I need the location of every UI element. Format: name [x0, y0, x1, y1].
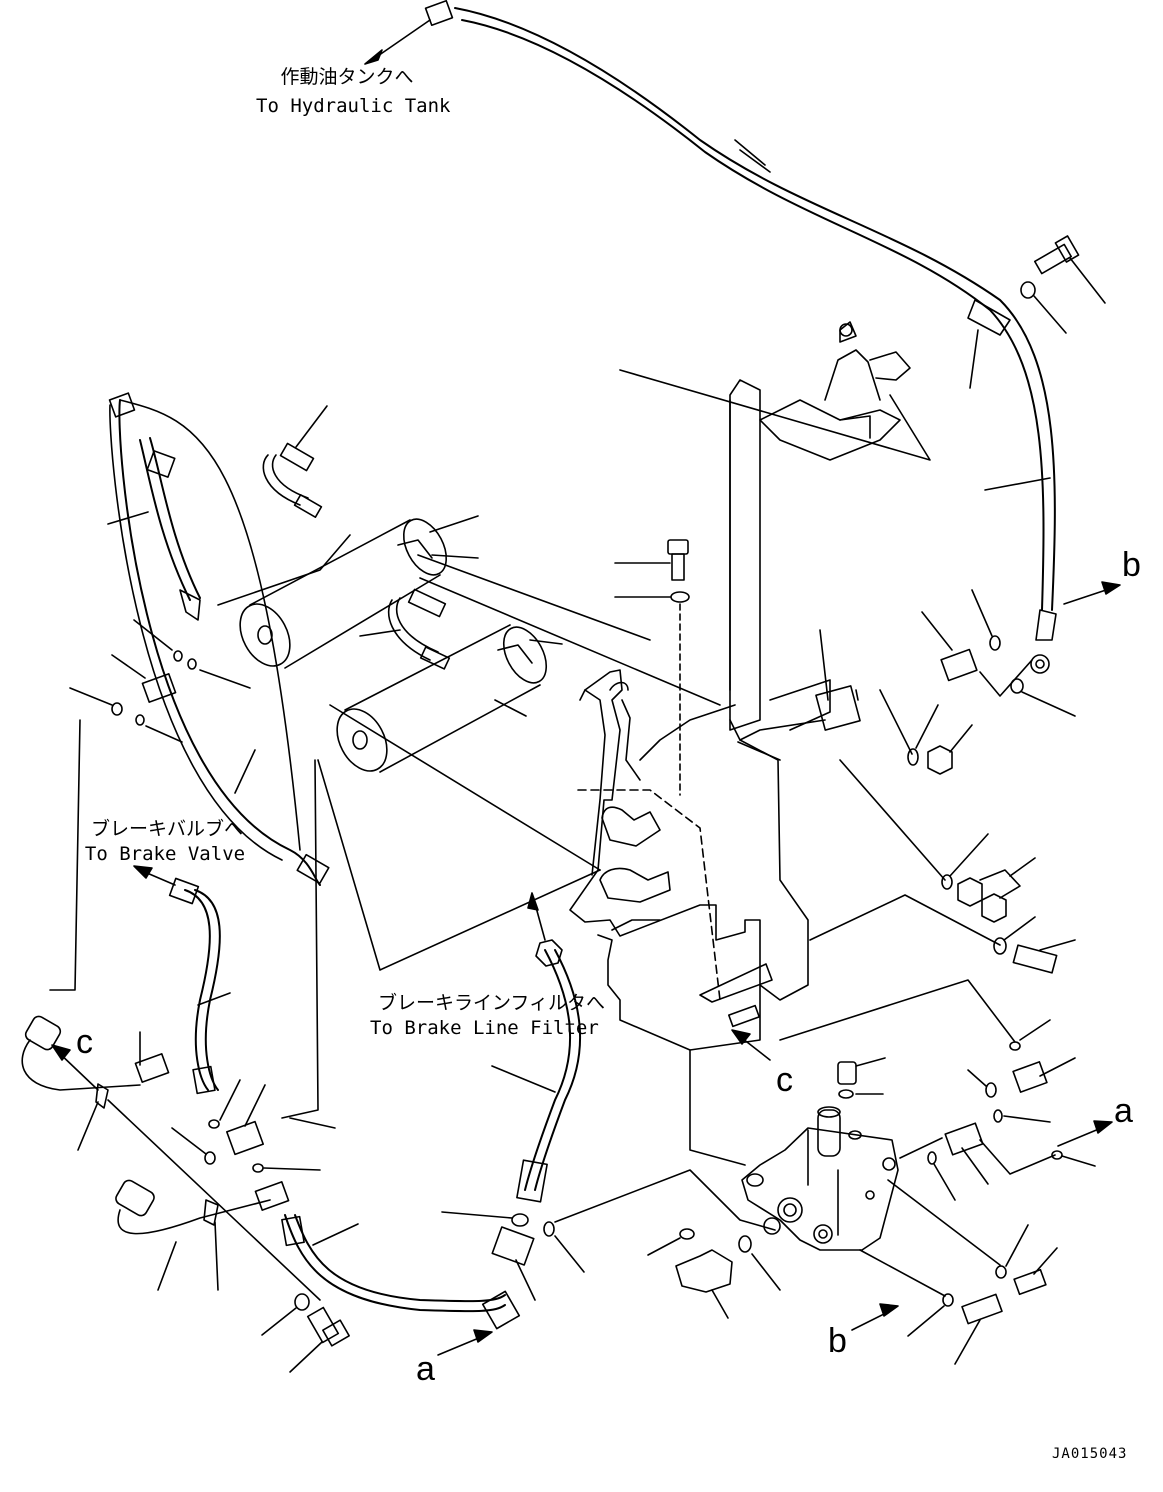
arrow-to-hydraulic-tank — [364, 19, 431, 65]
connection-letter-c-center: c — [776, 1061, 793, 1099]
fittings-valve-right — [837, 1057, 1096, 1365]
bolt-lower-left — [261, 1293, 350, 1373]
arrow-to-brake-line-filter — [527, 892, 546, 941]
arrow-b-lower — [851, 1303, 899, 1331]
arrow-c-center — [731, 1029, 771, 1061]
brake-valve-block — [689, 1049, 899, 1251]
label-brake-valve-jp: ブレーキバルブへ — [90, 818, 243, 840]
arrow-c-left — [51, 1044, 99, 1091]
label-brake-line-filter-jp: ブレーキラインフィルタへ — [378, 992, 606, 1014]
nuts-washers-right — [779, 689, 1076, 1051]
label-hydraulic-tank-en: To Hydraulic Tank — [256, 95, 451, 117]
connection-letter-a-right: a — [1114, 1092, 1133, 1130]
hose-middle — [108, 392, 330, 886]
sensor-switch-upper — [21, 1015, 170, 1151]
filter-upper — [239, 515, 479, 669]
filter-lower — [336, 624, 563, 773]
hose-hydraulic-tank — [424, 0, 1057, 674]
arrow-b-right — [1063, 581, 1121, 605]
bolt-top-right — [969, 235, 1106, 389]
fittings-lower-left — [171, 1079, 321, 1173]
fitting-right-top — [921, 589, 1076, 717]
mounting-bracket — [569, 321, 911, 1051]
hose-brake-valve — [168, 877, 231, 1095]
sensor-switch-lower — [107, 1099, 321, 1301]
fittings-bottom-center — [441, 1169, 781, 1319]
drawing-code: JA015043 — [1052, 1446, 1128, 1462]
connection-letter-b-top: b — [1122, 546, 1141, 584]
fittings-left — [69, 619, 251, 743]
connection-letter-c-left: c — [76, 1023, 93, 1061]
arrow-to-brake-valve — [133, 865, 176, 886]
arrow-a-right — [1057, 1120, 1113, 1147]
clamp-upper — [262, 405, 328, 518]
label-brake-valve-en: To Brake Valve — [84, 843, 246, 865]
label-brake-line-filter-en: To Brake Line Filter — [370, 1017, 599, 1039]
arrow-a-lower — [437, 1329, 493, 1356]
hose-lower-a — [281, 1214, 521, 1330]
clamp-lower — [359, 588, 451, 670]
bolt-center-top — [577, 539, 721, 1001]
connection-letter-b-lower: b — [828, 1322, 847, 1360]
connection-letter-a-lower: a — [416, 1350, 435, 1388]
label-hydraulic-tank-jp: 作動油タンクへ — [280, 66, 414, 88]
hose-brake-line-filter — [491, 939, 581, 1203]
